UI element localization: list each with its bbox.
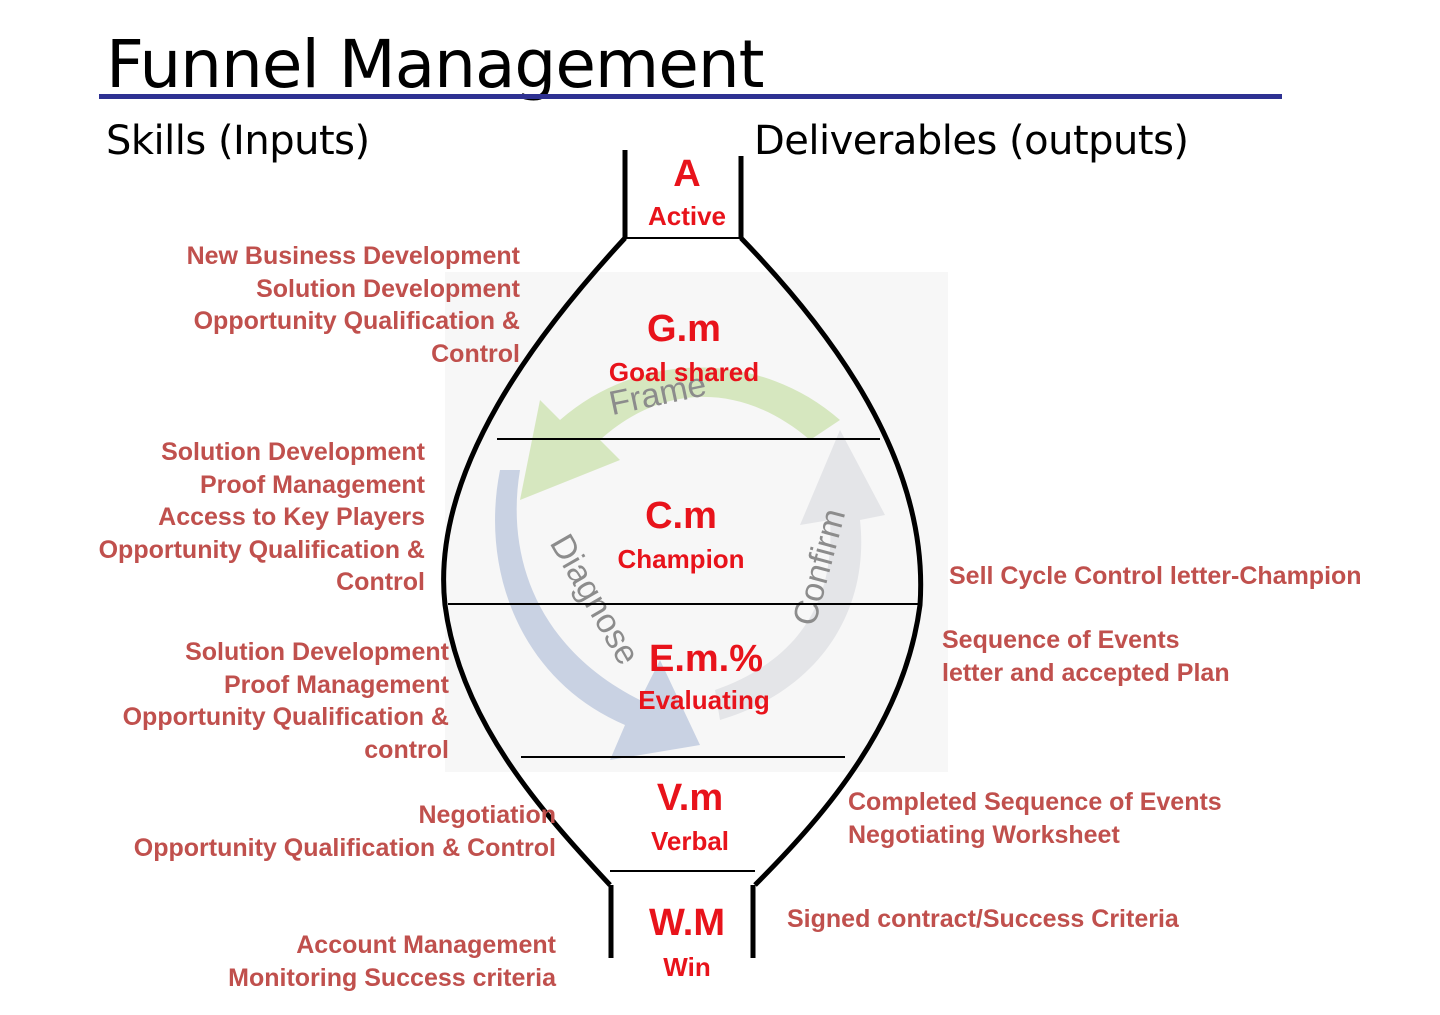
stage-a-name: Active [647, 201, 727, 231]
skill-item: Solution Development [256, 274, 520, 303]
skill-item: Negotiation [418, 801, 557, 829]
deliverables-champion: Sell Cycle Control letter-Champion [949, 560, 1362, 593]
stage-em-code: E.m.% [648, 638, 764, 680]
skill-item: Access to Key Players [158, 503, 425, 531]
title-underline [99, 94, 1282, 99]
deliverable-item: Negotiating Worksheet [848, 820, 1120, 849]
skill-item: Opportunity Qualification & [98, 535, 425, 564]
deliverable-item: Completed Sequence of Events [848, 788, 1222, 816]
skills-header: Skills (Inputs) [106, 118, 370, 164]
stage-gm-code: G.m [647, 308, 721, 350]
deliverable-item: Sequence of Events [942, 626, 1180, 654]
diagnose-arrow-icon [495, 470, 700, 760]
stage-gm-name: Goal shared [608, 357, 760, 387]
skill-item: Control [336, 568, 425, 596]
stage-cm-name: Champion [617, 544, 745, 574]
skills-verbal: Negotiation Opportunity Qualification & … [134, 799, 556, 864]
funnel-right-curve [739, 236, 924, 887]
stage-cm-code: C.m [645, 495, 717, 537]
confirm-arrow-icon [715, 430, 885, 720]
stage-wm-code: W.M [649, 902, 725, 944]
skill-item: Monitoring Success criteria [228, 963, 556, 992]
skill-item: Opportunity Qualification & [122, 703, 449, 731]
frame-arrow-icon [520, 367, 840, 500]
deliverables-verbal: Completed Sequence of Events Negotiating… [848, 786, 1222, 851]
skill-item: Account Management [296, 931, 556, 959]
deliverables-evaluating: Sequence of Events letter and accepted P… [942, 624, 1230, 689]
skills-evaluating: Solution Development Proof Management Op… [123, 636, 449, 766]
skill-item: New Business Development [186, 242, 520, 270]
stage-em-name: Evaluating [638, 685, 770, 715]
skill-item: Proof Management [223, 670, 449, 699]
skill-item: Control [431, 339, 520, 368]
stage-vm-name: Verbal [650, 826, 730, 856]
stage-a-code: A [673, 153, 701, 195]
deliverable-item: letter and accepted Plan [942, 658, 1230, 687]
skill-item: Proof Management [199, 470, 425, 499]
skills-win: Account Management Monitoring Success cr… [228, 929, 556, 994]
skills-champion: Solution Development Proof Management Ac… [99, 436, 425, 599]
stage-wm-name: Win [663, 952, 711, 982]
skill-item: Opportunity Qualification & Control [133, 833, 556, 862]
stage-vm-code: V.m [656, 777, 724, 819]
deliverables-header: Deliverables (outputs) [754, 118, 1189, 164]
page-title: Funnel Management [106, 26, 765, 103]
skills-goal-shared: New Business Development Solution Develo… [187, 240, 520, 370]
skill-item: Opportunity Qualification & [193, 307, 520, 335]
funnel-left-curve [441, 236, 627, 887]
skill-item: Solution Development [161, 438, 425, 466]
skill-item: control [364, 735, 449, 764]
deliverables-win: Signed contract/Success Criteria [787, 903, 1179, 936]
deliverable-item: Sell Cycle Control letter-Champion [949, 562, 1362, 590]
skill-item: Solution Development [185, 638, 449, 666]
deliverable-item: Signed contract/Success Criteria [787, 905, 1179, 933]
